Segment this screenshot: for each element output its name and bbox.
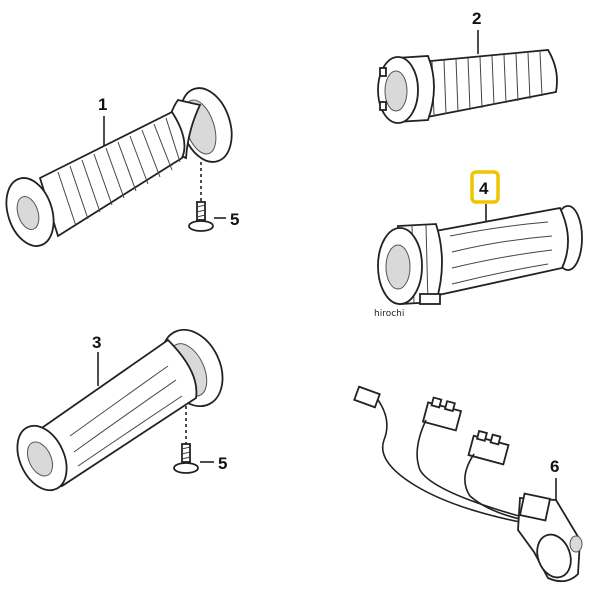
grip-right-heated	[377, 204, 583, 305]
grip-right-ribbed	[377, 30, 558, 124]
wiring-harness	[353, 385, 583, 583]
grip-left-ribbed	[5, 87, 233, 247]
callout-4: 4	[479, 179, 489, 198]
callout-5-lower: 5	[218, 454, 227, 473]
screw-lower	[173, 406, 214, 474]
callout-4-highlight	[470, 170, 500, 204]
grip-left-contoured	[16, 328, 224, 492]
screw-upper	[188, 162, 226, 232]
watermark: hirochi	[374, 309, 404, 319]
callout-5-upper: 5	[230, 210, 239, 229]
callout-2: 2	[472, 9, 481, 28]
callout-6: 6	[550, 457, 559, 476]
callout-3: 3	[92, 333, 101, 352]
callout-1: 1	[98, 95, 107, 114]
